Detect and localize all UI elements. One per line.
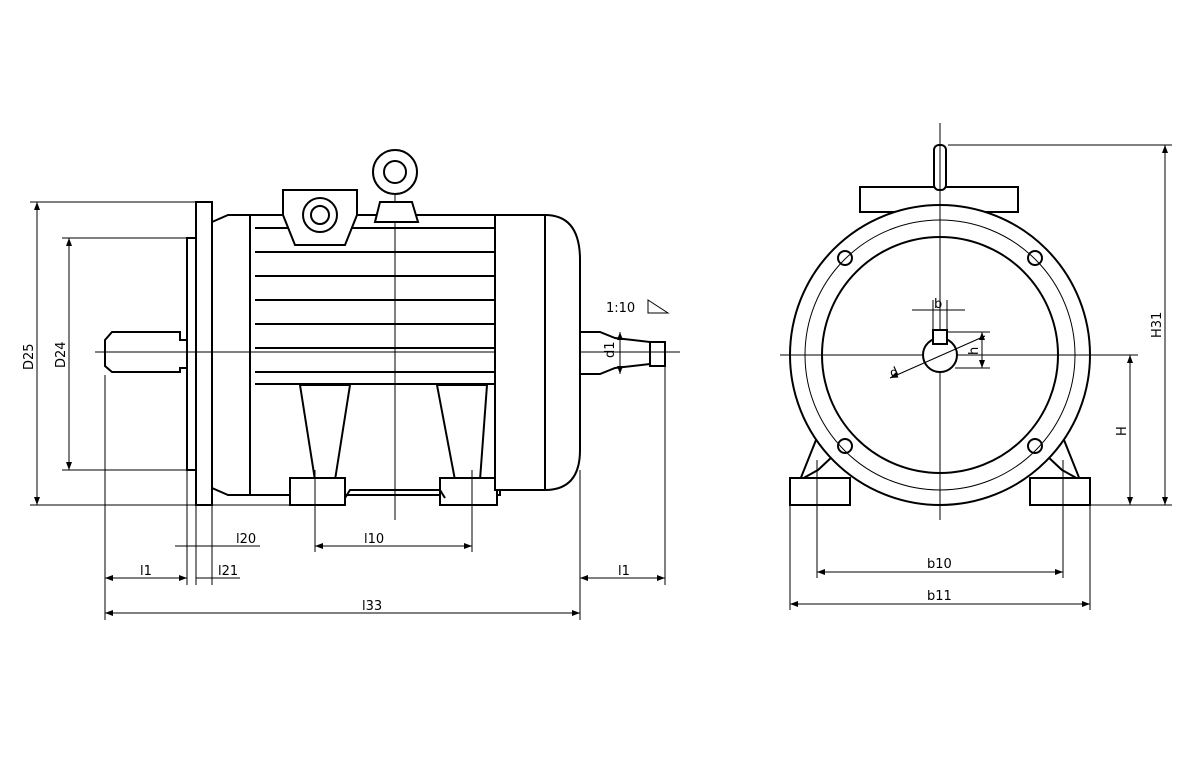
foot-bridge bbox=[344, 489, 446, 499]
cooling-fins bbox=[255, 227, 497, 385]
foot-right bbox=[1029, 477, 1091, 506]
terminal-box bbox=[282, 189, 358, 246]
l20-label: l20 bbox=[236, 532, 256, 547]
end-shield bbox=[211, 214, 251, 496]
l1-right-label: l1 bbox=[618, 564, 630, 579]
foot-left bbox=[789, 477, 851, 506]
key bbox=[932, 329, 948, 345]
l1-left-label: l1 bbox=[140, 564, 152, 579]
b-label: b bbox=[934, 297, 942, 312]
bolt-hole bbox=[837, 250, 853, 266]
extension-lines bbox=[30, 201, 666, 620]
h-label: h bbox=[967, 347, 982, 355]
flange-spigot bbox=[186, 237, 197, 471]
l10-label: l10 bbox=[364, 532, 384, 547]
taper-symbol bbox=[647, 299, 670, 314]
front-view: b h d H H31 b10 b11 bbox=[780, 123, 1172, 610]
b10-label: b10 bbox=[927, 557, 952, 572]
flange bbox=[195, 201, 213, 506]
fan-cover bbox=[494, 214, 581, 491]
extension-lines bbox=[789, 144, 1172, 610]
D24-label: D24 bbox=[54, 341, 69, 368]
foot-rib-right bbox=[435, 384, 489, 481]
foot-right bbox=[439, 477, 498, 506]
D25-label: D25 bbox=[22, 343, 37, 370]
bolt-hole bbox=[1027, 250, 1043, 266]
side-view: 1:10 d1 D25 D24 l1 l20 l21 l10 l33 l1 bbox=[22, 149, 680, 620]
d1-label: d1 bbox=[603, 341, 618, 358]
H-label: H bbox=[1115, 426, 1130, 436]
foot-left bbox=[289, 477, 346, 506]
b11-label: b11 bbox=[927, 589, 952, 604]
l33-label: l33 bbox=[362, 599, 382, 614]
taper-label: 1:10 bbox=[606, 301, 635, 316]
H31-label: H31 bbox=[1150, 312, 1165, 338]
bolt-hole bbox=[837, 438, 853, 454]
eye-bolt bbox=[372, 149, 418, 195]
l21-label: l21 bbox=[218, 564, 238, 579]
bolt-hole bbox=[1027, 438, 1043, 454]
eye-bolt-base bbox=[373, 201, 420, 223]
foot-rib-left bbox=[298, 384, 352, 481]
